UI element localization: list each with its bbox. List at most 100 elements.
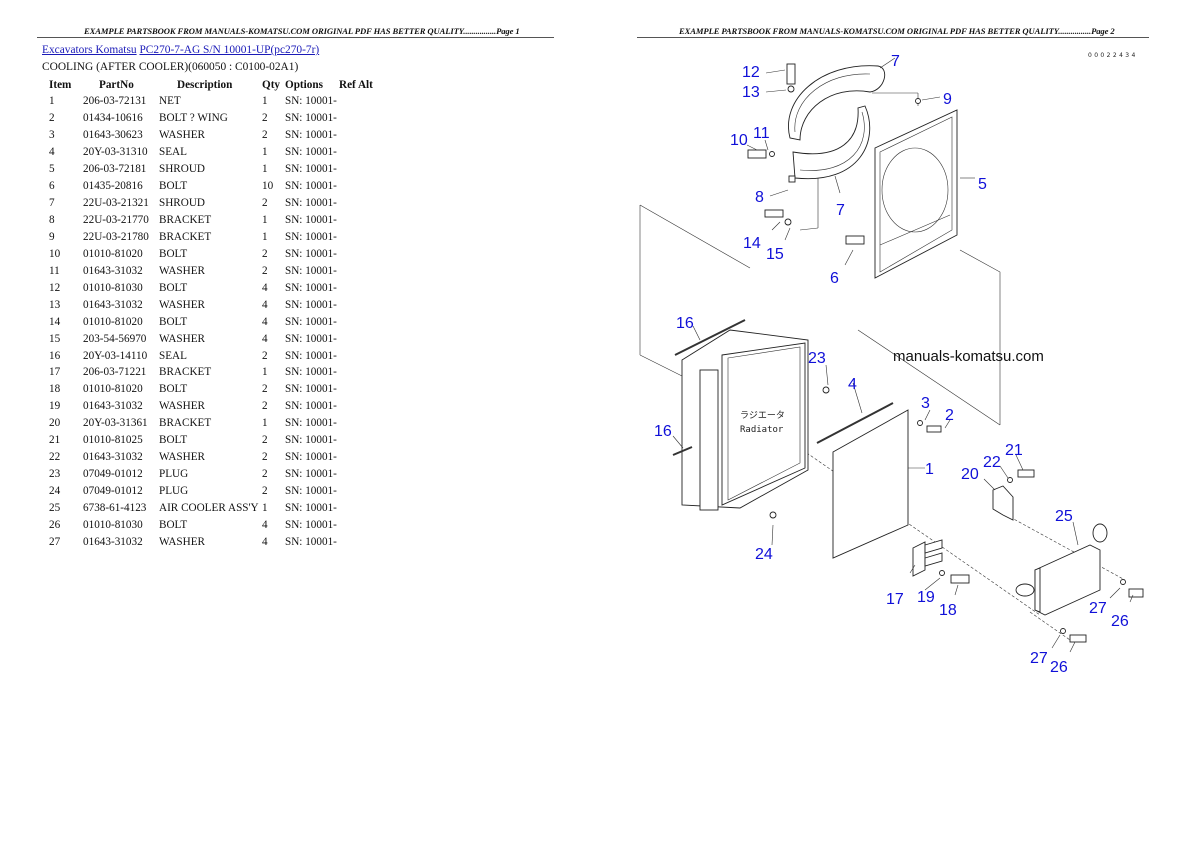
ref-alt-cell (339, 262, 389, 279)
description-cell: BOLT (159, 247, 188, 260)
item-cell: 5 (49, 163, 55, 176)
item-cell: 22 (49, 451, 61, 464)
ref-alt-cell (339, 398, 389, 415)
partno-cell: 20Y-03-14110 (83, 349, 148, 362)
item-cell: 14 (49, 315, 61, 328)
ref-alt-cell (339, 195, 389, 212)
callout-7b: 7 (836, 202, 845, 219)
qty-cell: 4 (262, 332, 268, 345)
partno-cell: 01643-31032 (83, 298, 143, 311)
callout-1: 1 (925, 461, 934, 478)
ref-alt-cell (339, 178, 389, 195)
ref-alt-cell (339, 466, 389, 483)
description-cell: SHROUD (159, 197, 206, 210)
breadcrumb-link-model[interactable]: PC270-7-AG S/N 10001-UP(pc270-7r) (139, 44, 320, 56)
ref-alt-cell (339, 296, 389, 313)
qty-cell: 1 (262, 366, 268, 379)
qty-cell: 2 (262, 383, 268, 396)
col-options: Options (285, 78, 323, 91)
item-cell: 17 (49, 366, 61, 379)
description-cell: PLUG (159, 485, 189, 498)
partno-cell: 01010-81030 (83, 518, 143, 531)
callout-19: 19 (917, 589, 935, 606)
description-cell: SHROUD (159, 163, 206, 176)
callout-9: 9 (943, 91, 952, 108)
item-cell: 4 (49, 146, 55, 159)
ref-alt-cell (339, 449, 389, 466)
ref-alt-cell (339, 144, 389, 161)
partno-cell: 6738-61-4123 (83, 501, 147, 514)
callout-27b: 27 (1030, 650, 1048, 667)
options-cell: SN: 10001- (285, 95, 337, 108)
callout-16a: 16 (676, 315, 694, 332)
callout-16b: 16 (654, 423, 672, 440)
callout-18: 18 (939, 602, 957, 619)
seal-strip-4 (816, 402, 894, 444)
item-cell: 1 (49, 95, 55, 108)
qty-cell: 2 (262, 485, 268, 498)
options-cell: SN: 10001- (285, 264, 337, 277)
options-cell: SN: 10001- (285, 417, 337, 430)
options-cell: SN: 10001- (285, 451, 337, 464)
callout-11: 11 (753, 125, 770, 142)
options-cell: SN: 10001- (285, 214, 337, 227)
callout-14: 14 (743, 235, 761, 252)
callout-4: 4 (848, 376, 857, 393)
description-cell: WASHER (159, 400, 205, 413)
description-cell: WASHER (159, 451, 205, 464)
watermark: manuals-komatsu.com (893, 348, 1044, 365)
item-cell: 7 (49, 197, 55, 210)
callout-5: 5 (978, 176, 987, 193)
table-header-row: Item PartNo Description Qty Options Ref … (44, 76, 389, 93)
qty-cell: 2 (262, 451, 268, 464)
col-ref-alt: Ref Alt (339, 78, 373, 91)
qty-cell: 2 (262, 349, 268, 362)
partno-cell: 206-03-72131 (83, 95, 147, 108)
qty-cell: 2 (262, 264, 268, 277)
partno-cell: 01643-30623 (83, 129, 143, 142)
radiator-label-en: Radiator (740, 425, 784, 435)
options-cell: SN: 10001- (285, 315, 337, 328)
qty-cell: 2 (262, 400, 268, 413)
item-cell: 3 (49, 129, 55, 142)
description-cell: AIR COOLER ASS'Y (159, 501, 259, 514)
ref-alt-cell (339, 330, 389, 347)
partno-cell: 20Y-03-31310 (83, 146, 148, 159)
item-cell: 24 (49, 485, 61, 498)
breadcrumb-link-category[interactable]: Excavators Komatsu (42, 44, 137, 56)
exploded-parts-diagram: ラジエータ Radiator (639, 53, 1144, 676)
options-cell: SN: 10001- (285, 298, 337, 311)
breadcrumb: Excavators Komatsu PC270-7-AG S/N 10001-… (42, 44, 319, 56)
callout-17: 17 (886, 591, 904, 608)
ref-alt-cell (339, 212, 389, 229)
ref-alt-cell (339, 279, 389, 296)
options-cell: SN: 10001- (285, 247, 337, 260)
options-cell: SN: 10001- (285, 163, 337, 176)
seal-strip-16a (674, 319, 746, 356)
partno-cell: 01643-31032 (83, 264, 143, 277)
qty-cell: 10 (262, 180, 274, 193)
partno-cell: 22U-03-21770 (83, 214, 149, 227)
item-cell: 18 (49, 383, 61, 396)
options-cell: SN: 10001- (285, 112, 337, 125)
item-cell: 2 (49, 112, 55, 125)
qty-cell: 4 (262, 298, 268, 311)
callouts: 12 13 7 9 10 11 5 8 7 14 15 6 16 23 4 3 … (654, 53, 1129, 676)
options-cell: SN: 10001- (285, 281, 337, 294)
item-cell: 12 (49, 281, 61, 294)
qty-cell: 1 (262, 501, 268, 514)
callout-21: 21 (1005, 442, 1023, 459)
ref-alt-cell (339, 127, 389, 144)
qty-cell: 4 (262, 281, 268, 294)
options-cell: SN: 10001- (285, 400, 337, 413)
